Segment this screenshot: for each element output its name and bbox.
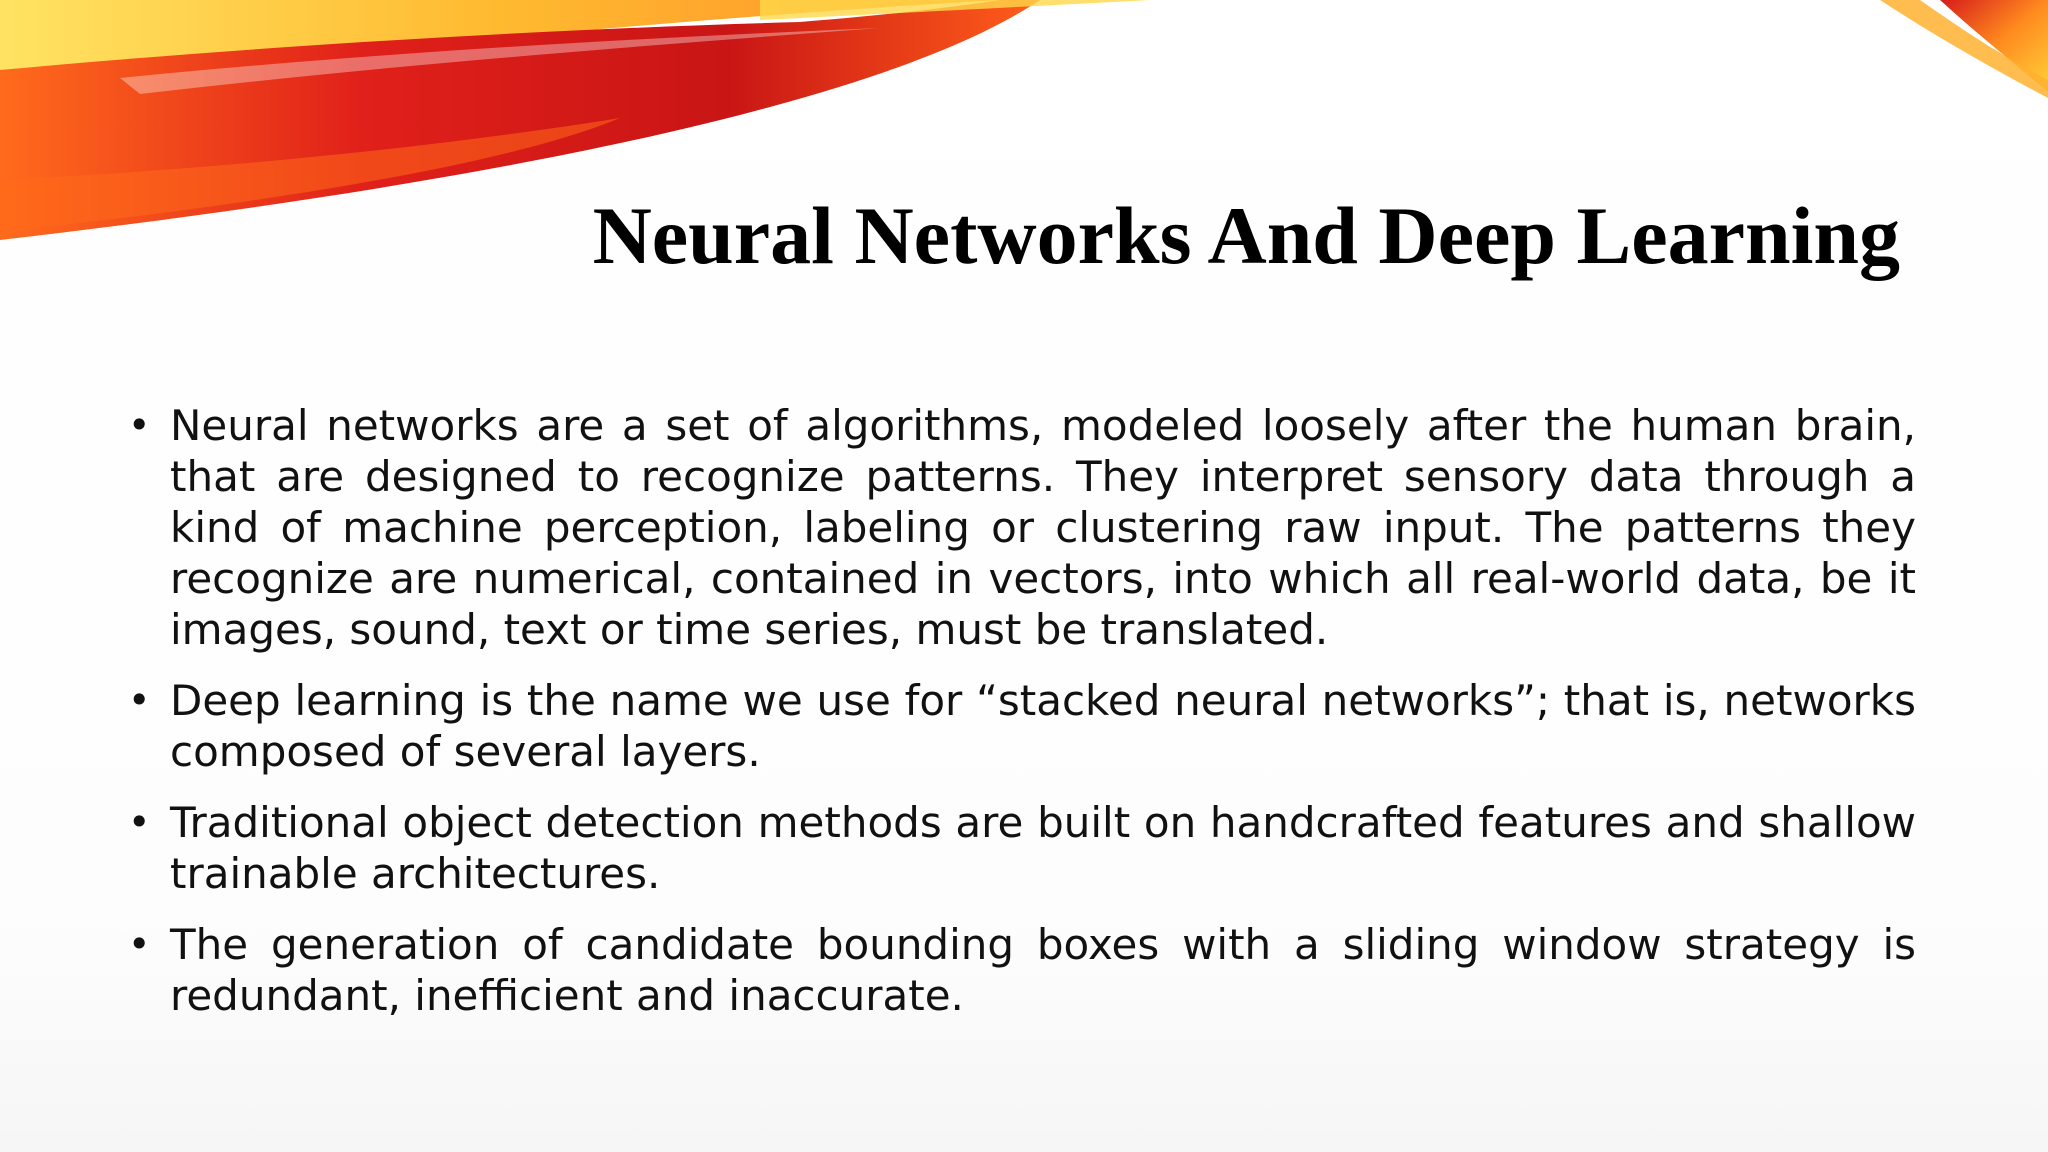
bullet-list: • Neural networks are a set of algorithm… [126, 400, 1916, 1041]
bullet-item: • Deep learning is the name we use for “… [126, 675, 1916, 777]
slide-title: Neural Networks And Deep Learning [592, 190, 1900, 281]
bullet-marker: • [128, 800, 151, 844]
bullet-item: • Traditional object detection methods a… [126, 797, 1916, 899]
decorative-swoosh-graphic [0, 0, 2048, 240]
bullet-item: • Neural networks are a set of algorithm… [126, 400, 1916, 655]
bullet-marker: • [128, 678, 151, 722]
bullet-item: • The generation of candidate bounding b… [126, 919, 1916, 1021]
swoosh-yellow-band [0, 0, 1000, 108]
bullet-text: Neural networks are a set of algorithms,… [170, 401, 1916, 654]
bullet-text: The generation of candidate bounding box… [170, 920, 1916, 1020]
swoosh-orange-sweep [0, 118, 620, 232]
bullet-text: Traditional object detection methods are… [170, 798, 1916, 898]
bullet-marker: • [128, 922, 151, 966]
bullet-text: Deep learning is the name we use for “st… [170, 676, 1916, 776]
swoosh-right-thin [1880, 0, 2048, 98]
swoosh-thin-line [760, 0, 1150, 20]
swoosh-highlight [120, 28, 880, 94]
bullet-marker: • [128, 403, 151, 447]
